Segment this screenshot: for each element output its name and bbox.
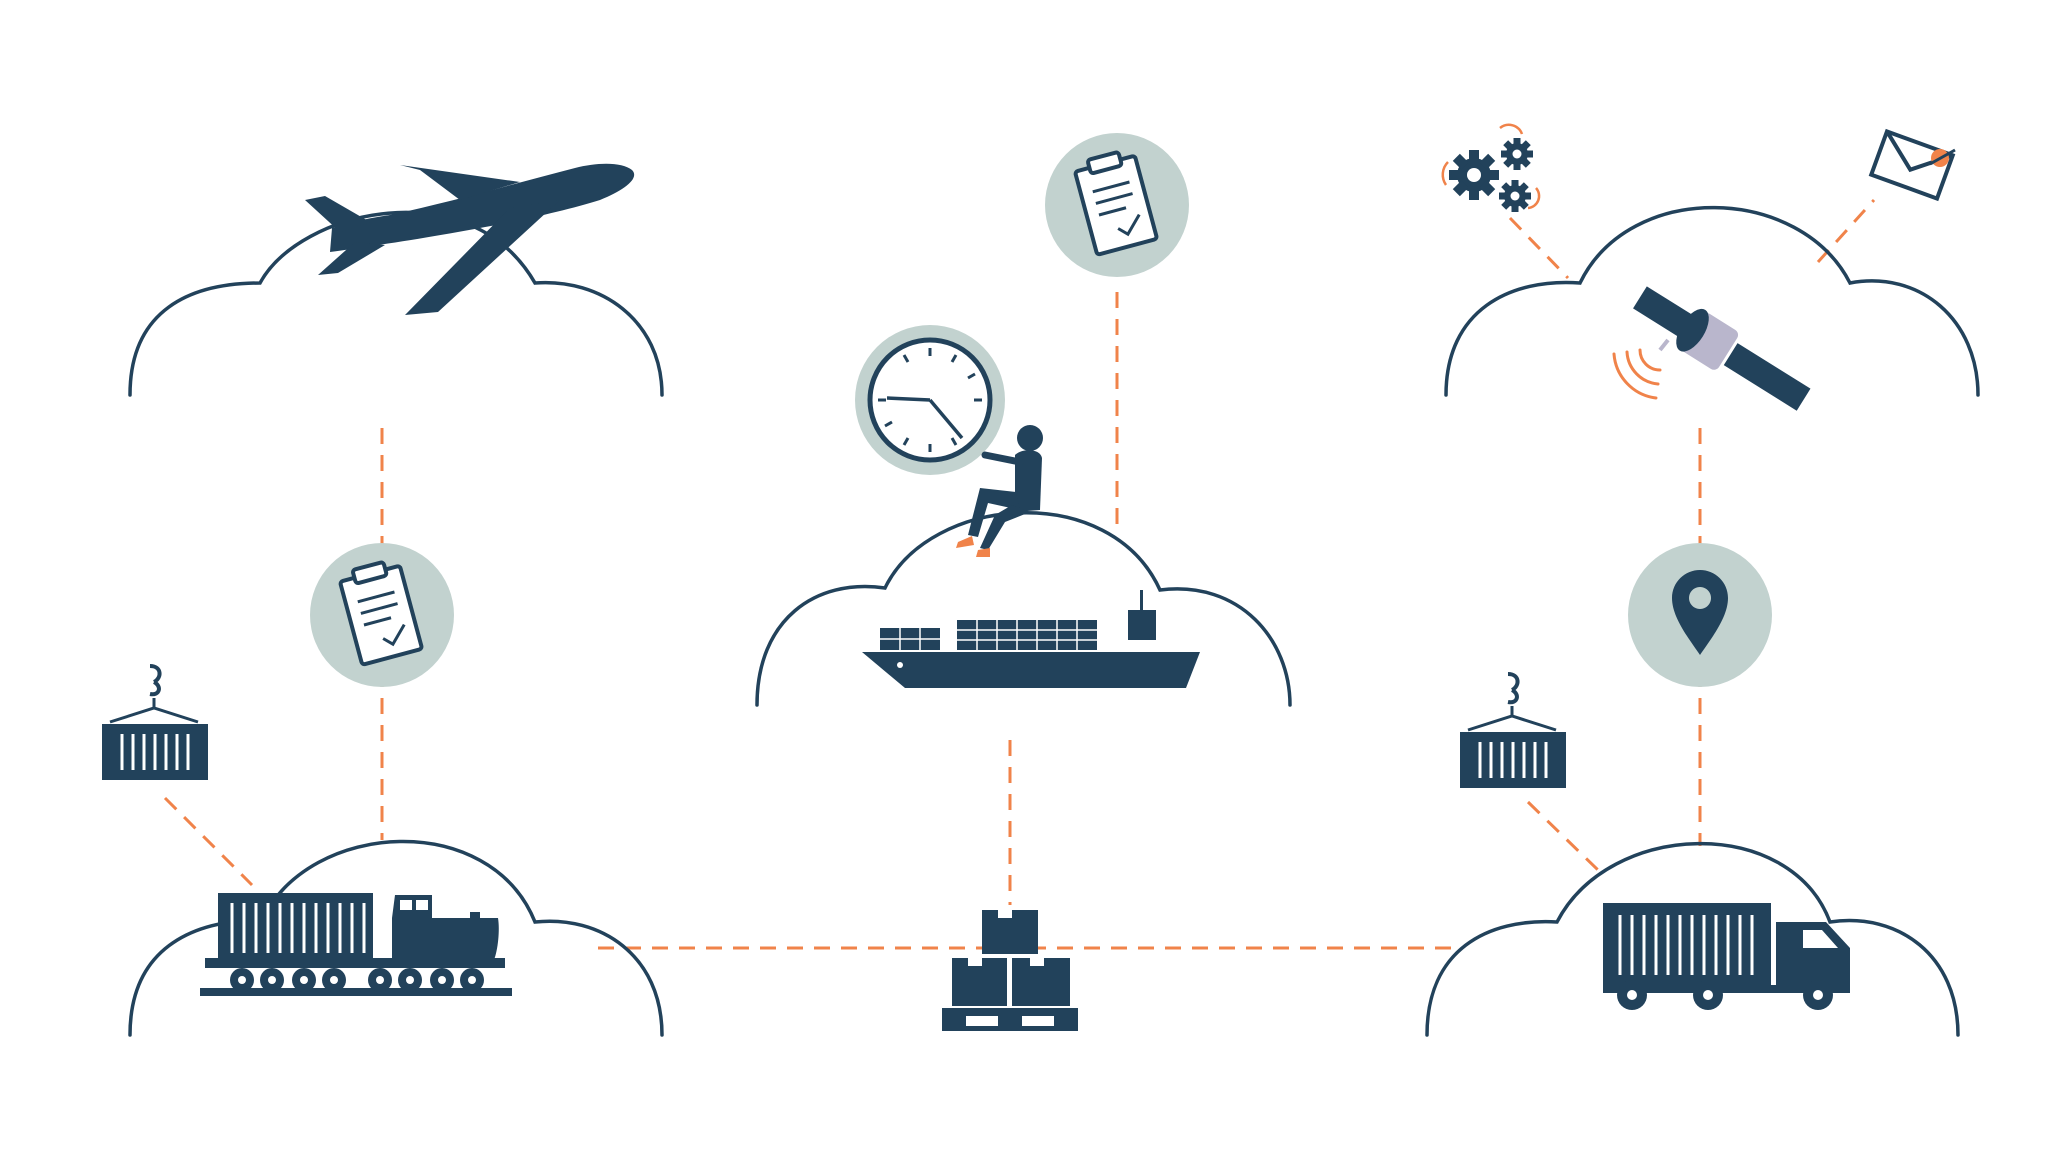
person-leg-lower bbox=[980, 505, 1030, 550]
satellite-dish bbox=[1676, 308, 1709, 352]
ship-hull bbox=[862, 652, 1200, 688]
cloud-air bbox=[128, 210, 664, 397]
clipboard-badge-left bbox=[310, 543, 454, 687]
clock-icon bbox=[867, 337, 993, 463]
cloud-rail bbox=[128, 839, 664, 1037]
airplane-tail-wing bbox=[318, 242, 385, 275]
train-wagon bbox=[218, 893, 373, 961]
container-crane-icon bbox=[1460, 672, 1566, 788]
clock-badge bbox=[855, 325, 1005, 475]
person-arm bbox=[981, 451, 1024, 466]
airplane-upper-wing bbox=[400, 165, 520, 200]
train-locomotive bbox=[392, 895, 499, 960]
clouds bbox=[128, 205, 1980, 1037]
person-torso bbox=[1015, 450, 1042, 512]
ship-containers bbox=[880, 620, 1097, 650]
clipboard-badge-top bbox=[1045, 133, 1189, 277]
person-shoe-left bbox=[956, 536, 974, 548]
gears-icon bbox=[1441, 123, 1541, 212]
gear-large bbox=[1449, 150, 1499, 200]
location-pin-icon bbox=[1672, 570, 1728, 655]
connector-gears-to-satellite bbox=[1508, 216, 1570, 280]
envelope-icon bbox=[1868, 128, 1956, 202]
cloud-truck bbox=[1425, 841, 1960, 1037]
clipboard-icon bbox=[338, 560, 424, 667]
ship-bridge bbox=[1128, 610, 1156, 640]
train-track bbox=[200, 988, 512, 996]
cargo-ship-icon bbox=[862, 590, 1200, 688]
connector-crane-to-truck bbox=[1526, 800, 1600, 872]
signal-waves bbox=[1612, 348, 1662, 400]
airplane-lower-wing bbox=[405, 200, 560, 315]
person-icon bbox=[956, 425, 1043, 557]
cloud-satellite bbox=[1444, 205, 1980, 397]
satellite-icon bbox=[1612, 286, 1811, 411]
airplane-tail-fin bbox=[305, 196, 370, 232]
clipboard-icon bbox=[1073, 150, 1159, 257]
person-shoe-right bbox=[976, 548, 990, 557]
truck-cab bbox=[1776, 922, 1850, 987]
connector-crane-to-rail bbox=[163, 796, 254, 887]
refresh-arrows bbox=[1441, 123, 1541, 210]
airplane-icon bbox=[305, 163, 635, 315]
truck-icon bbox=[1603, 903, 1850, 1010]
gear-small-top bbox=[1501, 138, 1533, 170]
freight-train-icon bbox=[200, 893, 512, 996]
stacked-boxes-icon bbox=[942, 910, 1078, 1031]
gear-small-bottom bbox=[1499, 180, 1531, 212]
truck-trailer bbox=[1603, 903, 1771, 987]
container-crane-icon bbox=[102, 664, 208, 780]
solar-panel-right bbox=[1723, 343, 1811, 411]
location-badge bbox=[1628, 543, 1772, 687]
solar-panel-left bbox=[1633, 286, 1695, 339]
person-leg-upper bbox=[968, 488, 1020, 537]
pallet bbox=[942, 1008, 1078, 1016]
person-head bbox=[1017, 425, 1043, 451]
